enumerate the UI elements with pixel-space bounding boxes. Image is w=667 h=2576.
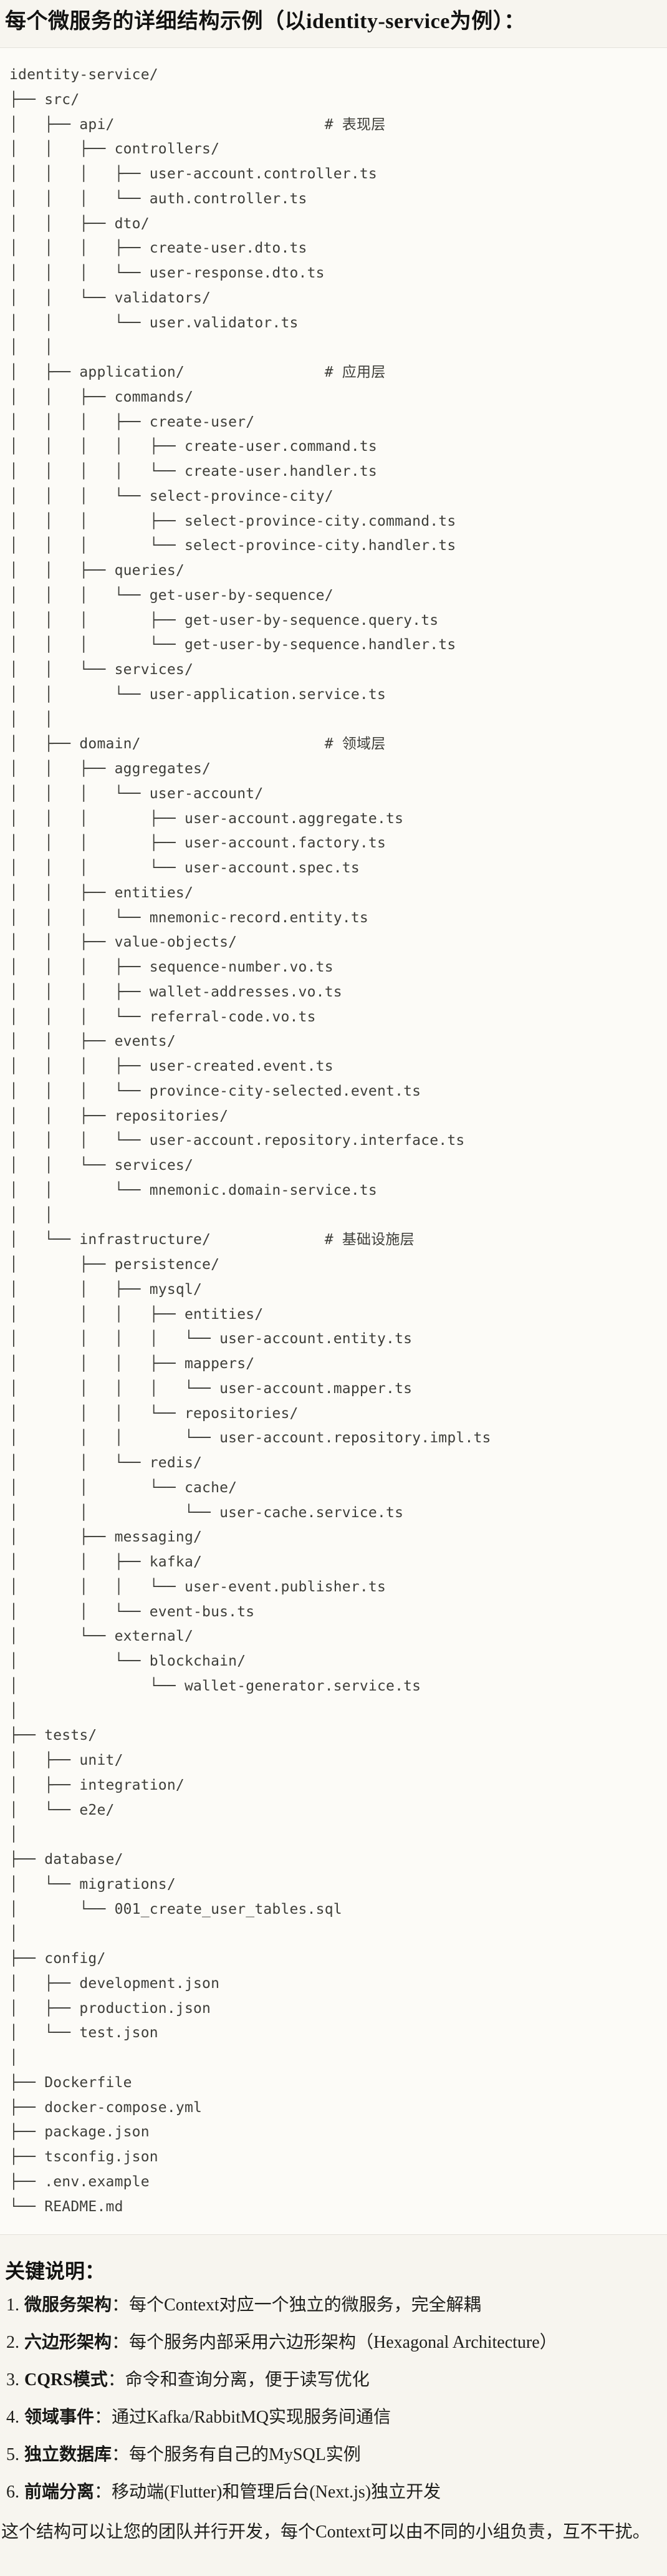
note-item-domain-events: 4.领域事件：通过Kafka/RabbitMQ实现服务间通信	[5, 2407, 662, 2428]
note-item-number: 4.	[6, 2408, 19, 2428]
note-item-number: 6.	[6, 2482, 19, 2502]
note-item-text: ：每个服务内部采用六边形架构（Hexagonal Architecture）	[112, 2333, 557, 2353]
note-item-text: ：通过Kafka/RabbitMQ实现服务间通信	[94, 2408, 391, 2428]
key-notes-heading: 关键说明：	[5, 2260, 105, 2283]
directory-tree-text: identity-service/ ├── src/ │ ├── api/ # …	[9, 67, 491, 2215]
note-item-label: 独立数据库	[24, 2445, 112, 2465]
note-item-frontend-separation: 6.前端分离：移动端(Flutter)和管理后台(Next.js)独立开发	[5, 2482, 662, 2503]
note-item-number: 1.	[6, 2295, 19, 2315]
note-item-text: ：命令和查询分离，便于读写优化	[107, 2370, 370, 2390]
note-item-independent-db: 5.独立数据库：每个服务有自己的MySQL实例	[5, 2444, 662, 2466]
directory-tree-code-block: identity-service/ ├── src/ │ ├── api/ # …	[0, 47, 667, 2236]
note-item-text: ：移动端(Flutter)和管理后台(Next.js)独立开发	[94, 2482, 441, 2502]
note-item-text: ：每个Context对应一个独立的微服务，完全解耦	[112, 2295, 481, 2315]
note-item-label: 微服务架构	[24, 2295, 112, 2315]
note-item-label: 领域事件	[24, 2408, 95, 2428]
note-item-label: 前端分离	[24, 2482, 95, 2502]
note-item-hexagonal: 2.六边形架构：每个服务内部采用六边形架构（Hexagonal Architec…	[5, 2332, 662, 2353]
note-item-number: 5.	[6, 2445, 19, 2465]
note-item-text: ：每个服务有自己的MySQL实例	[112, 2445, 361, 2465]
key-notes-list: 1.微服务架构：每个Context对应一个独立的微服务，完全解耦 2.六边形架构…	[5, 2295, 662, 2503]
note-item-microservice: 1.微服务架构：每个Context对应一个独立的微服务，完全解耦	[5, 2295, 662, 2316]
note-item-number: 2.	[6, 2333, 19, 2353]
page-title: 每个微服务的详细结构示例（以identity-service为例）：	[5, 10, 525, 33]
summary-paragraph: 这个结构可以让您的团队并行开发，每个Context可以由不同的小组负责，互不干扰…	[1, 2522, 650, 2542]
note-item-number: 3.	[6, 2370, 19, 2390]
note-item-cqrs: 3.CQRS模式：命令和查询分离，便于读写优化	[5, 2370, 662, 2391]
key-notes-section: 关键说明： 1.微服务架构：每个Context对应一个独立的微服务，完全解耦 2…	[0, 2257, 667, 2543]
note-item-label: 六边形架构	[24, 2333, 112, 2353]
note-item-label: CQRS模式	[24, 2370, 108, 2390]
